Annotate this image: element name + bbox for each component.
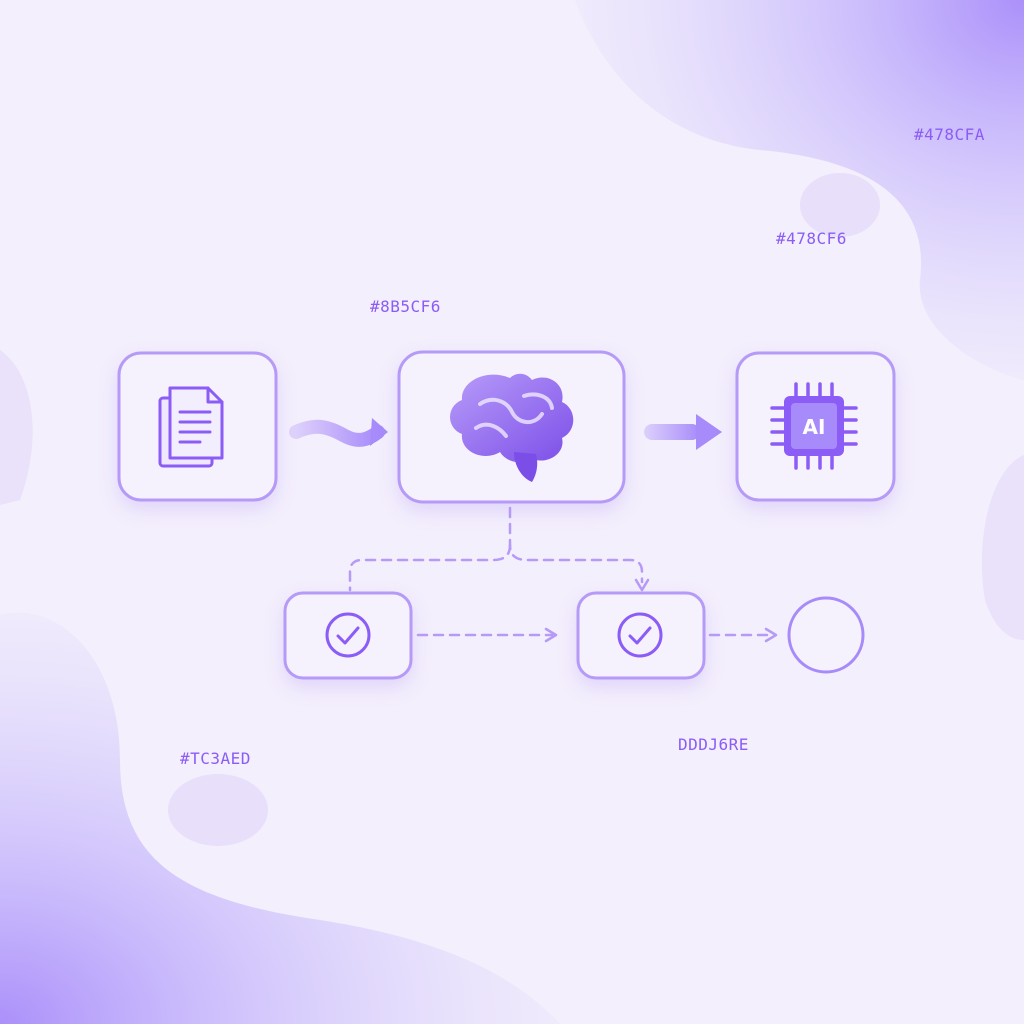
check-circle-icon [325,612,371,658]
check-node-1[interactable] [283,591,413,680]
branch-arrowhead [634,578,650,592]
check-node-2[interactable] [576,591,706,680]
blob-right-edge [981,455,1024,640]
hex-label-top-right: #478CFA [914,125,985,144]
brain-icon [450,373,574,482]
straight-arrow-icon [644,414,722,450]
blob-top-right [575,0,1024,380]
hex-label-bottom-center: DDDJ6RE [678,735,749,754]
hex-label-bottom-left: #TC3AED [180,749,251,768]
hex-label-center-top: #8B5CF6 [370,297,441,316]
blob-bottom-left [0,612,560,1024]
ai-chip-icon: AI [770,382,858,470]
dashed-arrow-2 [708,627,778,643]
blob-left-edge [0,350,33,505]
document-stack-icon [158,386,224,468]
branch-connector [348,506,644,592]
ai-chip-text: AI [803,415,826,439]
end-circle-node[interactable] [787,596,865,674]
blob-small-bottom-left [168,774,268,846]
check-circle-icon [617,612,663,658]
dashed-arrow-1 [416,627,558,643]
hex-label-upper-right: #478CF6 [776,229,847,248]
blob-small-right-top [800,173,880,237]
wavy-arrow-icon [289,418,388,447]
